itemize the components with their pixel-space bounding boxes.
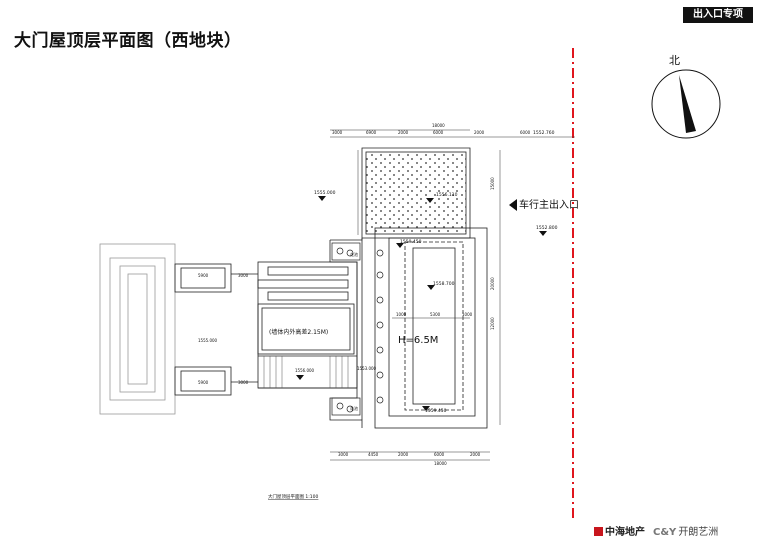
wall-note: (墙体内外高差2.15M) xyxy=(269,328,328,336)
elevation-8: 1556.000 xyxy=(295,368,315,373)
entrance-label: 车行主出入口 xyxy=(519,198,579,211)
planters xyxy=(331,242,384,416)
brand-company: 中海地产 xyxy=(605,527,645,538)
brand-partner-mark: C&Y xyxy=(653,527,677,538)
dim-top-total: 18000 xyxy=(432,123,445,128)
entrance-arrow xyxy=(509,199,517,211)
dim-top-left: 3000 xyxy=(332,130,343,135)
dim-inner-1: 1000 xyxy=(396,312,407,317)
elevation-5: 1552.800 xyxy=(536,225,558,231)
drawing-caption: 大门屋顶层平面图 1:100 xyxy=(268,493,319,500)
dim-inner-3: 1000 xyxy=(462,312,473,317)
dim-right-2: 20000 xyxy=(490,277,495,290)
north-compass: 北 xyxy=(651,54,721,139)
brand-logo-icon xyxy=(594,527,603,536)
dim-top-4: 2000 xyxy=(474,130,485,135)
north-label: 北 xyxy=(669,54,680,67)
dotted-roof-area xyxy=(365,151,467,235)
dim-left-1: 5900 xyxy=(198,273,209,278)
elevation-7: 1555.000 xyxy=(198,338,218,343)
dim-inner-2: 5300 xyxy=(430,312,441,317)
stair-strips xyxy=(257,266,357,389)
planter-label-top: 花池 xyxy=(350,251,358,257)
stair-treads xyxy=(263,356,349,388)
dim-bottom-total: 18000 xyxy=(434,461,447,466)
left-pavilion xyxy=(99,243,176,415)
elevation-2: 1556.110 xyxy=(436,192,458,198)
elevation-9: 1553.000 xyxy=(357,366,377,371)
brand-partner-name: 开朗艺洲 xyxy=(678,527,719,538)
elevation-markers xyxy=(296,196,547,411)
dim-left-2: 3000 xyxy=(238,273,249,278)
dim-left-4: 5900 xyxy=(198,380,209,385)
dim-right-1: 15000 xyxy=(490,177,495,190)
elevation-1: 1555.000 xyxy=(314,190,336,196)
dim-top-1: 6900 xyxy=(366,130,377,135)
elevation-6: 1552.760 xyxy=(533,130,555,136)
dim-top-3: 6000 xyxy=(433,130,444,135)
dim-top-right: 6000 xyxy=(520,130,531,135)
elevation-10: 1559.450 xyxy=(425,408,447,414)
dimension-lines xyxy=(330,129,575,461)
connector-corridors xyxy=(174,263,258,396)
dim-bottom-5: 2000 xyxy=(470,452,481,457)
planter-label-bottom: 花池 xyxy=(350,405,358,411)
dim-top-2: 2000 xyxy=(398,130,409,135)
elevation-3: 1559.450 xyxy=(400,239,422,245)
dim-right-3: 12000 xyxy=(490,317,495,330)
section-tag: 出入口专项 xyxy=(683,7,753,23)
height-label: H=6.5M xyxy=(398,335,438,346)
dim-bottom-2: 4450 xyxy=(368,452,379,457)
tower-block xyxy=(374,227,488,429)
dim-bottom-4: 6000 xyxy=(434,452,445,457)
page-title: 大门屋顶层平面图（西地块） xyxy=(14,31,242,51)
dim-bottom-1: 3000 xyxy=(338,452,349,457)
dim-left-3: 3000 xyxy=(238,380,249,385)
dim-bottom-3: 2000 xyxy=(398,452,409,457)
elevation-4: 1558.700 xyxy=(433,281,455,287)
